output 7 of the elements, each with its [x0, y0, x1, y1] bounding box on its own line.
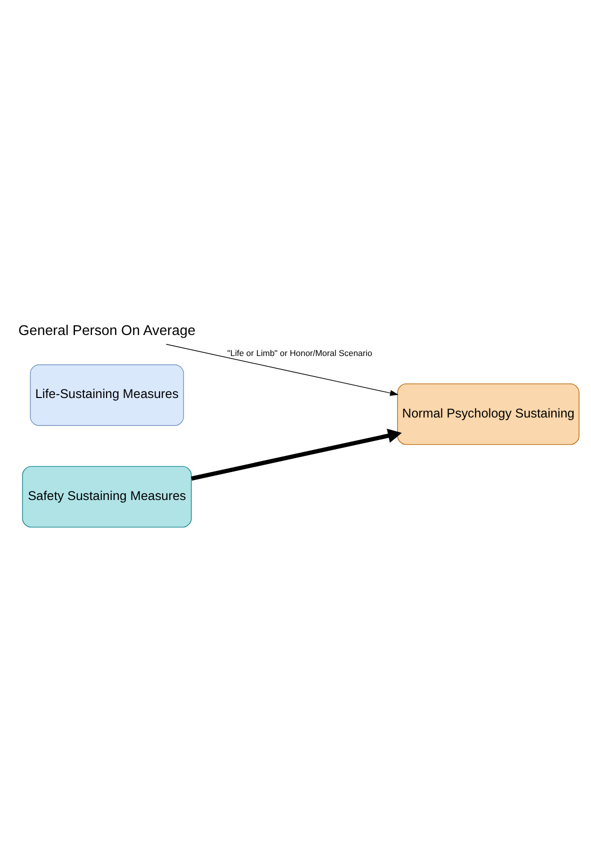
- arrow: [166, 344, 399, 396]
- node-box: Normal Psychology Sustaining: [397, 383, 580, 445]
- node-text: General Person On Average: [18, 322, 196, 338]
- node-box: Safety Sustaining Measures: [22, 466, 192, 528]
- node-box: Life-Sustaining Measures: [30, 364, 184, 426]
- arrow: [191, 428, 402, 481]
- edge-label: "Life or Limb" or Honor/Moral Scenario: [227, 348, 372, 358]
